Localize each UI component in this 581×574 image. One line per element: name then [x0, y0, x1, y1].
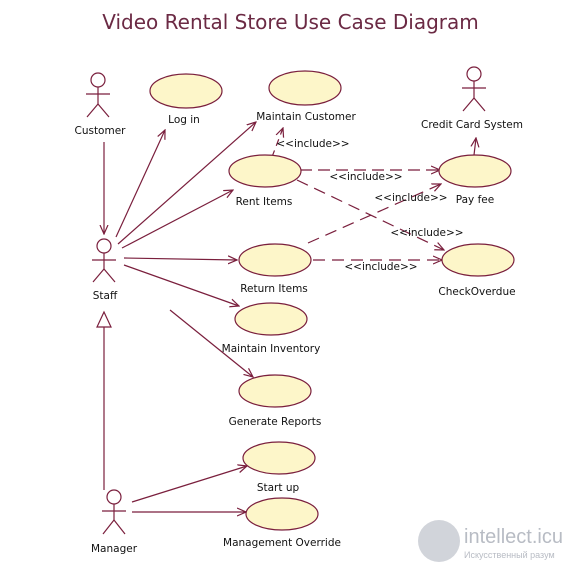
staff-to-generate-reports-line	[169, 309, 253, 377]
return-items-label: Return Items	[240, 283, 308, 295]
rent-items-label: Rent Items	[236, 196, 293, 208]
maintain-inventory-use-case	[234, 302, 308, 336]
staff-to-rent-items-line	[121, 190, 233, 249]
pay-fee-use-case	[438, 154, 512, 188]
customer-label: Customer	[74, 125, 126, 137]
log-in-use-case	[149, 73, 223, 109]
rent-to-maintain-customer-include	[271, 128, 283, 158]
management-override-label: Management Override	[223, 537, 341, 549]
maintain-inventory-label: Maintain Inventory	[222, 343, 321, 355]
management-override-use-case	[245, 497, 319, 531]
start-up-label: Start up	[257, 482, 300, 494]
pay-fee-to-credit-card-line	[474, 138, 476, 156]
pay-fee-label: Pay fee	[456, 194, 494, 206]
rent-to-check-overdue-include	[296, 179, 444, 250]
manager-actor	[102, 489, 126, 535]
diagram-title: Video Rental Store Use Case Diagram	[102, 10, 479, 34]
log-in-label: Log in	[168, 114, 200, 126]
maintain-customer-use-case	[268, 70, 342, 106]
check-overdue-use-case	[441, 243, 515, 277]
manager-label: Manager	[91, 543, 138, 555]
staff-to-login-line	[115, 130, 165, 238]
watermark-brand: intellect.icu	[464, 526, 563, 548]
include-label-rent-check: <<include>>	[390, 227, 463, 239]
include-label-return-pay: <<include>>	[374, 192, 447, 204]
check-overdue-label: CheckOverdue	[438, 286, 515, 298]
manager-to-start-up-line	[131, 466, 247, 503]
staff-actor	[92, 238, 116, 283]
maintain-customer-label: Maintain Customer	[256, 111, 356, 123]
brand-logo-icon	[418, 520, 460, 562]
generalization-triangle	[96, 310, 112, 328]
return-to-pay-fee-include	[307, 184, 441, 244]
staff-to-maintain-inventory-line	[123, 264, 239, 306]
generate-reports-label: Generate Reports	[229, 416, 322, 428]
staff-label: Staff	[93, 290, 118, 302]
include-label-rent-pay: <<include>>	[329, 171, 402, 183]
staff-to-return-items-line	[123, 258, 237, 260]
generate-reports-use-case	[238, 374, 312, 408]
staff-to-maintain-customer-line	[117, 122, 256, 245]
watermark-tagline: Искусственный разум	[464, 550, 555, 560]
include-label-rent-maintain: <<include>>	[276, 138, 349, 150]
rent-items-use-case	[228, 154, 302, 188]
watermark: intellect.icu Искусственный разум	[418, 520, 578, 568]
credit-card-system-actor	[462, 66, 486, 112]
return-items-use-case	[238, 243, 312, 277]
credit-card-system-label: Credit Card System	[421, 119, 523, 131]
include-label-return-check: <<include>>	[344, 261, 417, 273]
start-up-use-case	[242, 441, 316, 475]
customer-actor	[86, 72, 110, 118]
